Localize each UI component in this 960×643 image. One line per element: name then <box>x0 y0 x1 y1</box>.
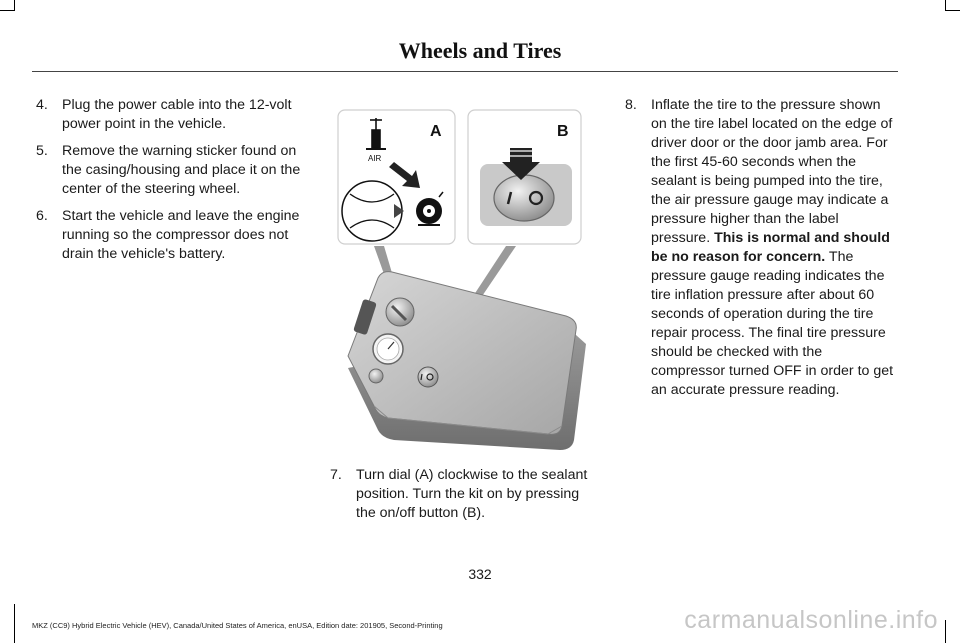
steps-left: 4. Plug the power cable into the 12-volt… <box>36 96 308 272</box>
air-label: AIR <box>368 154 382 163</box>
dial-arc <box>349 193 395 203</box>
step-text-part: The pressure gauge reading indicates the… <box>651 249 894 398</box>
footer-text: MKZ (CC9) Hybrid Electric Vehicle (HEV),… <box>32 621 443 630</box>
step-number: 6. <box>36 208 48 224</box>
step-text: Turn dial (A) clockwise to the sealant p… <box>356 467 588 521</box>
crop-mark <box>0 10 15 11</box>
page-title: Wheels and Tires <box>398 38 562 63</box>
steps-right: 8. Inflate the tire to the pressure show… <box>625 96 897 408</box>
gauge-needle <box>387 341 395 350</box>
hose-slot <box>353 299 377 335</box>
air-pump-icon <box>366 118 386 150</box>
step-text-bold: This is normal and should be no reason f… <box>651 230 890 265</box>
watermark: carmanualsonline.info <box>684 606 938 634</box>
label-b: B <box>557 123 569 140</box>
crop-mark <box>945 620 946 643</box>
crop-mark <box>14 604 15 643</box>
power-button-icon <box>493 174 555 222</box>
step-text: Remove the warning sticker found on the … <box>62 143 301 197</box>
kit-edge <box>373 405 563 435</box>
list-item: 8. Inflate the tire to the pressure show… <box>625 96 897 400</box>
label-a: A <box>430 123 442 140</box>
list-item: 4. Plug the power cable into the 12-volt… <box>36 96 308 134</box>
step-text: Plug the power cable into the 12-volt po… <box>62 97 292 132</box>
kit-power-mark <box>426 373 434 381</box>
list-item: 7. Turn dial (A) clockwise to the sealan… <box>330 466 602 523</box>
arrow-icon <box>389 162 420 188</box>
list-item: 6. Start the vehicle and leave the engin… <box>36 207 308 264</box>
steps-middle: 7. Turn dial (A) clockwise to the sealan… <box>330 466 602 531</box>
step-text-part: Inflate the tire to the pressure shown o… <box>651 97 893 246</box>
power-on-mark <box>506 191 513 205</box>
sealant-tire-icon <box>416 191 444 226</box>
dial-pointer-icon <box>394 204 404 218</box>
step-number: 5. <box>36 143 48 159</box>
kit-power-mark <box>420 373 423 381</box>
kit-dial-grip <box>390 304 408 322</box>
dial-icon <box>341 180 403 242</box>
step-text: Start the vehicle and leave the engine r… <box>62 208 300 262</box>
power-off-mark <box>528 190 544 206</box>
kit-power-button <box>417 366 439 388</box>
kit-knob <box>368 368 384 384</box>
step-number: 4. <box>36 97 48 113</box>
page-number: 332 <box>468 566 492 582</box>
header-rule <box>32 71 898 72</box>
crop-mark <box>14 0 15 11</box>
step-number: 8. <box>625 97 637 113</box>
step-text: Inflate the tire to the pressure shown o… <box>651 97 893 398</box>
crop-mark <box>945 0 946 11</box>
list-item: 5. Remove the warning sticker found on t… <box>36 142 308 199</box>
step-number: 7. <box>330 467 342 483</box>
compressor-kit-illustration: A AIR B <box>337 109 586 450</box>
dial-arc <box>349 219 395 229</box>
crop-mark <box>945 10 960 11</box>
